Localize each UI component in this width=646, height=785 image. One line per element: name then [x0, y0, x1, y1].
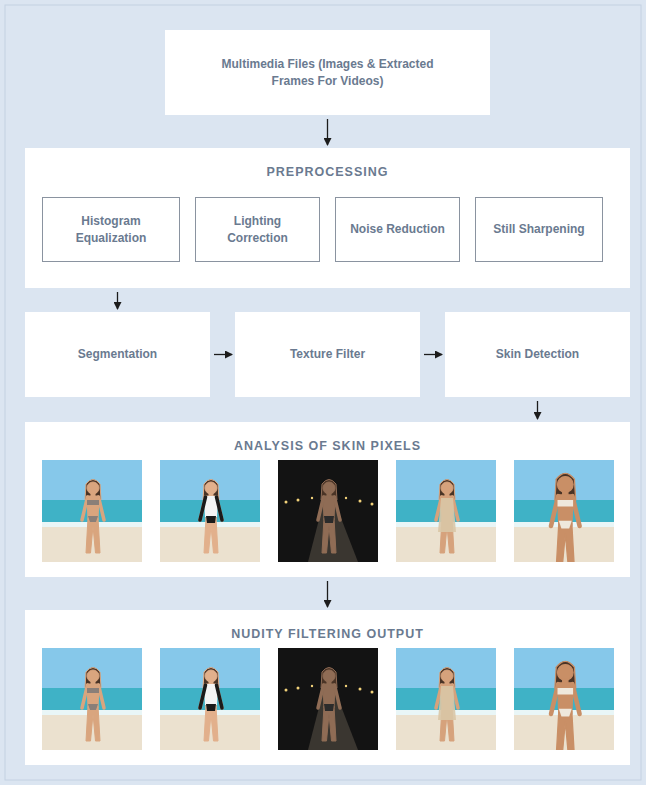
box-label: Noise Reduction: [350, 221, 445, 238]
box-label: Histogram Equalization: [51, 213, 171, 247]
box-label: Texture Filter: [290, 346, 365, 363]
flow-arrow: [424, 354, 442, 355]
image-panel: ANALYSIS OF SKIN PIXELS: [25, 422, 630, 577]
input-box: Multimedia Files (Images & Extracted Fra…: [165, 30, 490, 115]
box-label: NUDITY FILTERING OUTPUT: [33, 626, 622, 644]
photo-thumbnail: [514, 648, 614, 750]
photo-thumbnail: [278, 460, 378, 562]
photo-thumbnail: [42, 460, 142, 562]
box-label: Multimedia Files (Images & Extracted Fra…: [203, 56, 453, 90]
process-box: Skin Detection: [445, 312, 630, 397]
photo-thumbnail: [396, 648, 496, 750]
box-label: Still Sharpening: [493, 221, 584, 238]
process-box: Noise Reduction: [335, 197, 460, 262]
flow-arrow: [537, 401, 538, 419]
stage-panel: PREPROCESSING Histogram Equalization Light…: [25, 148, 630, 288]
box-label: Skin Detection: [496, 346, 579, 363]
flow-arrow: [214, 354, 232, 355]
image-panel: NUDITY FILTERING OUTPUT: [25, 610, 630, 765]
flow-arrow: [327, 119, 328, 145]
process-box: Still Sharpening: [475, 197, 603, 262]
photo-thumbnail: [514, 460, 614, 562]
photo-thumbnail: [278, 648, 378, 750]
panel-ground: [25, 610, 630, 765]
process-box: Segmentation: [25, 312, 210, 397]
box-label: Lighting Correction: [204, 213, 311, 247]
flow-arrow: [327, 581, 328, 607]
box-label: ANALYSIS OF SKIN PIXELS: [33, 438, 622, 456]
process-box: Lighting Correction: [195, 197, 320, 262]
photo-thumbnail: [42, 648, 142, 750]
box-label: PREPROCESSING: [33, 164, 622, 182]
photo-thumbnail: [160, 648, 260, 750]
flow-arrow: [117, 292, 118, 309]
photo-thumbnail: [396, 460, 496, 562]
photo-thumbnail: [160, 460, 260, 562]
outer-frame: [5, 5, 641, 780]
panel-ground: [25, 422, 630, 577]
process-box: Histogram Equalization: [42, 197, 180, 262]
process-box: Texture Filter: [235, 312, 420, 397]
box-label: Segmentation: [78, 346, 157, 363]
